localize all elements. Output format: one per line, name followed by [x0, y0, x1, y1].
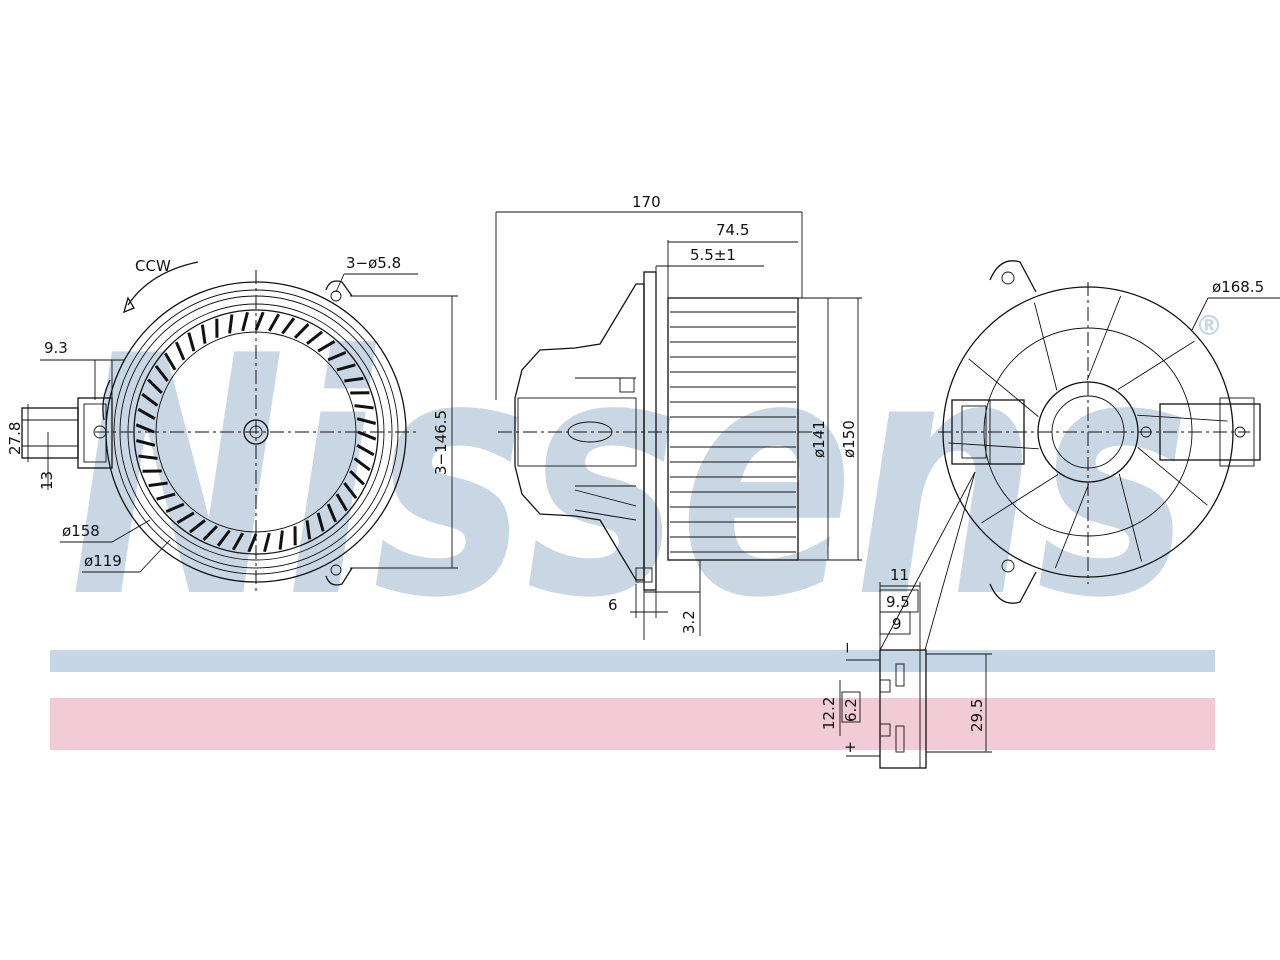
wheel-diameter-label: ø141 — [810, 420, 828, 458]
pink-band — [50, 698, 1215, 750]
rear-spoke — [1034, 302, 1058, 391]
connector-offset-label: 9.3 — [44, 339, 68, 357]
impeller-blade — [317, 340, 336, 353]
flange-thickness-label: 3.2 — [680, 610, 698, 634]
terminal-minus-label: − — [838, 641, 856, 654]
impeller-blade — [254, 311, 265, 331]
impeller-blade — [327, 351, 347, 362]
connector-detail: 11 9.5 9 29.5 12.2 6.2 − + — [820, 566, 992, 769]
flange-offset-label: 6 — [608, 596, 618, 614]
impeller-blade — [344, 376, 364, 383]
impeller-blade — [188, 519, 206, 534]
rear-mount-hole-bottom — [1001, 559, 1015, 573]
impeller-blade — [147, 378, 163, 395]
impeller-blade — [335, 493, 348, 512]
connector-outline — [879, 649, 927, 769]
flange-gap-label: 5.5±1 — [690, 246, 736, 264]
side-view: 170 74.5 5.5±1 ø141 ø150 6 3.2 — [495, 193, 862, 640]
outer-diameter-label: ø158 — [62, 522, 100, 540]
terminal-plus-label: + — [844, 738, 857, 756]
impeller-blade — [343, 482, 358, 500]
height-total-label: 29.5 — [968, 699, 986, 732]
pin-pitch-label: 12.2 — [820, 697, 838, 730]
blower-wheel — [667, 297, 799, 561]
rear-diameter-label: ø168.5 — [1212, 278, 1264, 296]
impeller-blade — [293, 323, 310, 339]
impeller-blade — [148, 481, 168, 488]
impeller-blade — [202, 525, 219, 541]
impeller-blade — [278, 530, 284, 550]
connector-height-label: 27.8 — [6, 422, 24, 455]
overall-length-label: 170 — [632, 193, 661, 211]
rotation-label: CCW — [135, 257, 171, 275]
terminal-plus — [895, 725, 905, 753]
impeller-blade — [135, 423, 155, 434]
impeller-blade — [164, 352, 177, 371]
impeller-blade — [228, 314, 234, 334]
bolt-circle-label: 3−146.5 — [432, 410, 450, 475]
terminal-minus — [895, 663, 905, 687]
impeller-blade — [175, 341, 186, 361]
flange — [643, 271, 657, 591]
impeller-blade — [247, 533, 258, 553]
holes-label: 3−ø5.8 — [346, 254, 401, 272]
impeller-blade — [200, 324, 207, 344]
impeller-blade — [357, 430, 377, 441]
impeller-blades — [135, 311, 377, 553]
impeller-blade — [281, 317, 296, 335]
impeller-blade — [176, 511, 195, 524]
width-a-label: 9.5 — [886, 593, 910, 611]
front-view: CCW 3−ø5.8 3−146.5 9.3 27.8 13 ø158 ø119 — [6, 254, 458, 595]
rear-spoke — [1054, 483, 1090, 569]
rear-spoke — [1137, 447, 1208, 506]
brand-watermark: Nissens — [70, 286, 1190, 670]
registered-mark: ® — [1195, 309, 1223, 342]
impeller-blade — [305, 520, 312, 540]
rear-spoke — [1117, 340, 1195, 390]
wheel-length-label: 74.5 — [716, 221, 749, 239]
impeller-blade — [135, 439, 156, 447]
impeller-blade — [187, 332, 196, 352]
impeller-blade — [354, 404, 374, 410]
impeller-blade — [154, 364, 169, 382]
rear-right-connector — [1159, 403, 1261, 461]
impeller-blade — [356, 444, 375, 457]
key-height-label: 6.2 — [842, 698, 860, 722]
impeller-blade — [137, 407, 156, 420]
housing-diameter-label: ø150 — [840, 420, 858, 458]
impeller-blade — [141, 392, 159, 407]
width-total-label: 11 — [890, 566, 909, 584]
blue-band — [50, 650, 1215, 672]
rear-spoke — [981, 474, 1059, 524]
impeller-blade — [156, 492, 176, 501]
rear-spoke — [1118, 473, 1142, 562]
impeller-blade — [241, 311, 249, 332]
width-b-label: 9 — [892, 615, 902, 633]
impeller-blade — [138, 454, 158, 460]
impeller-blade — [231, 532, 244, 551]
rear-spoke — [1137, 414, 1228, 422]
rear-mount-hole-top — [1001, 271, 1015, 285]
connector-pin-label: 13 — [38, 471, 56, 490]
impeller-blade — [268, 313, 281, 332]
rear-spoke — [968, 358, 1039, 417]
impeller-blade — [216, 529, 231, 547]
impeller-blade — [336, 363, 356, 372]
impeller-blade — [356, 417, 377, 425]
impeller-blade — [263, 532, 271, 553]
impeller-blade — [306, 330, 324, 345]
inner-diameter-label: ø119 — [84, 552, 122, 570]
impeller-blade — [349, 469, 365, 486]
impeller-blade — [316, 512, 325, 532]
impeller-blade — [165, 502, 185, 513]
mount-hole-bottom — [330, 564, 342, 576]
impeller-blade — [353, 457, 371, 472]
rear-left-connector — [951, 399, 1025, 465]
rear-view: ø168.5 — [879, 260, 1280, 651]
rear-spoke — [1086, 295, 1122, 381]
impeller-blade — [326, 503, 337, 523]
